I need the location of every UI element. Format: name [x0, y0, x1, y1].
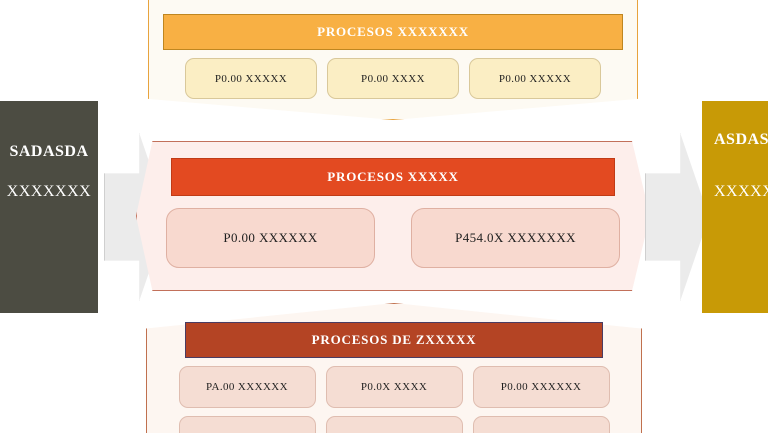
list-item: P0.00 XXXXX	[469, 58, 601, 99]
list-item: P0.00 XXXXXX	[472, 366, 610, 408]
right-panel-title: ASDASD	[714, 131, 768, 148]
left-input-panel: SADASDA XXXXXXX	[0, 101, 98, 313]
left-panel-subtitle: XXXXXXX	[6, 182, 92, 200]
list-item: P0.00 XXXXXX	[166, 208, 375, 268]
list-item: P0.0X XXXX	[325, 366, 463, 408]
list-item: P0.00 XXXX	[327, 58, 459, 99]
left-panel-title: SADASDA	[9, 143, 89, 160]
top-band-banner: PROCESOS XXXXXXX	[163, 14, 623, 50]
top-band-pill-row: P0.00 XXXXX P0.00 XXXX P0.00 XXXXX	[185, 58, 601, 99]
right-arrow-icon	[645, 133, 709, 301]
right-output-panel: ASDASD XXXXX	[702, 101, 768, 313]
bottom-band-pill-row-1: PA.00 XXXXXX P0.0X XXXX P0.00 XXXXXX	[178, 366, 610, 408]
list-item	[178, 416, 316, 433]
list-item: P454.0X XXXXXXX	[411, 208, 620, 268]
list-item: PA.00 XXXXXX	[178, 366, 316, 408]
top-process-band: PROCESOS XXXXXXX P0.00 XXXXX P0.00 XXXX …	[148, 0, 638, 120]
bottom-band-banner: PROCESOS DE ZXXXXX	[185, 322, 603, 358]
bottom-band-pill-row-2	[178, 416, 610, 433]
middle-process-band: PROCESOS XXXXX P0.00 XXXXXX P454.0X XXXX…	[136, 141, 650, 291]
right-panel-subtitle: XXXXX	[714, 182, 768, 200]
list-item: P0.00 XXXXX	[185, 58, 317, 99]
middle-band-banner: PROCESOS XXXXX	[171, 158, 615, 196]
bottom-process-band: PROCESOS DE ZXXXXX PA.00 XXXXXX P0.0X XX…	[146, 303, 642, 433]
list-item	[472, 416, 610, 433]
list-item	[325, 416, 463, 433]
middle-band-pill-row: P0.00 XXXXXX P454.0X XXXXXXX	[166, 208, 620, 268]
